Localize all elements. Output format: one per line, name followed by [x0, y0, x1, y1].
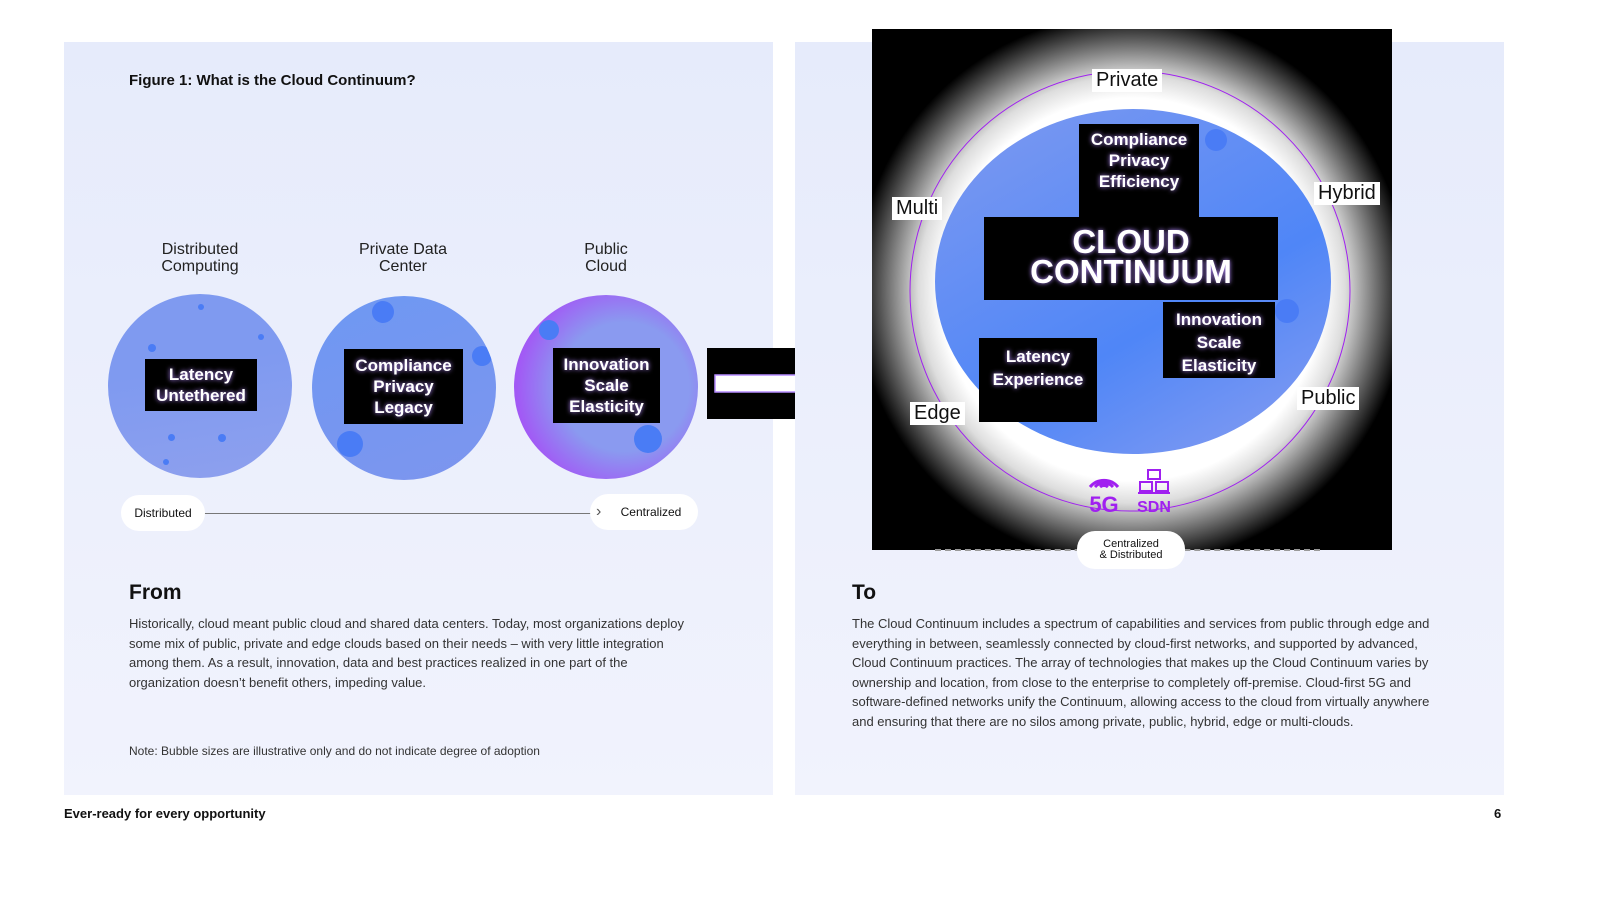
ring-label-public: Public — [1297, 387, 1360, 410]
page-number: 6 — [1494, 806, 1502, 821]
ring-label-private: Private — [1092, 69, 1163, 92]
to-heading: To — [852, 581, 877, 604]
tag-latency-experience: Latency Experience — [979, 338, 1097, 422]
tag-latency-untethered: Latency Untethered — [145, 359, 257, 411]
sdn-label: SDN — [1137, 499, 1171, 516]
axis-end-label: › Centralized — [590, 494, 698, 530]
from-body: Historically, cloud meant public cloud a… — [129, 616, 684, 690]
footer-title: Ever-ready for every opportunity — [64, 806, 266, 821]
5g-icon: 5G — [1086, 469, 1122, 517]
to-body: The Cloud Continuum includes a spectrum … — [852, 616, 1430, 729]
tag-compliance-privacy-efficiency: Compliance Privacy Efficiency — [1079, 124, 1199, 218]
arrow-right-icon: › — [596, 503, 602, 520]
5g-label: 5G — [1089, 492, 1119, 517]
tag-innovation-scale-elasticity: Innovation Scale Elasticity — [553, 348, 660, 423]
axis-start-label: Distributed — [121, 495, 205, 531]
axis-end-text: Centralized — [620, 505, 682, 519]
ring-label-edge: Edge — [910, 402, 965, 425]
from-panel: Figure 1: What is the Cloud Continuum? D… — [64, 42, 773, 795]
ring-label-multi: Multi — [892, 197, 943, 220]
column-label-distributed: Distributed Computing — [161, 241, 239, 275]
ring-label-hybrid: Hybrid — [1314, 182, 1380, 205]
cloud-continuum-title: CLOUD CONTINUUM — [984, 217, 1278, 300]
sdn-icon: SDN — [1136, 469, 1172, 516]
continuum-axis-label: Centralized & Distributed — [1077, 531, 1185, 569]
bubble-note: Note: Bubble sizes are illustrative only… — [129, 744, 540, 758]
column-label-public: Public Cloud — [584, 241, 628, 275]
axis-line — [194, 513, 606, 514]
figure-title: Figure 1: What is the Cloud Continuum? — [129, 72, 416, 89]
column-label-private: Private Data Center — [358, 241, 448, 275]
from-heading: From — [129, 581, 182, 604]
cloud-continuum-diagram: Private Hybrid Public Edge Multi Complia… — [872, 29, 1392, 550]
tag-compliance-privacy-legacy: Compliance Privacy Legacy — [344, 349, 463, 424]
tag-innovation-scale-elasticity-right: Innovation Scale Elasticity — [1163, 302, 1275, 378]
